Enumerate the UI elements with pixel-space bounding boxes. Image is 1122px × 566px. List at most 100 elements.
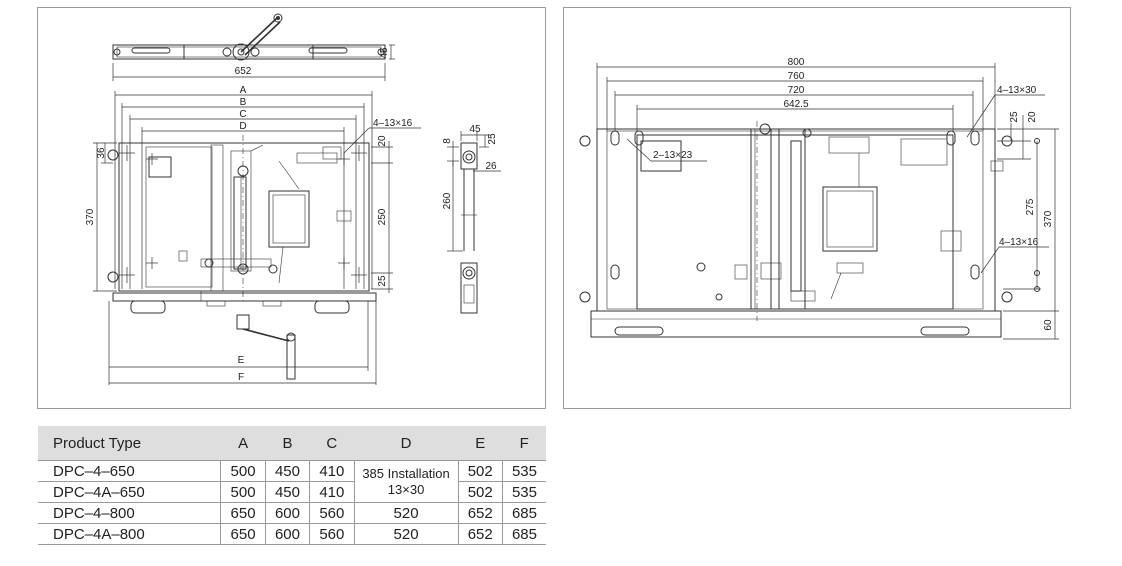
dim-label-250: 250 <box>377 208 388 225</box>
dim-c: C <box>129 109 357 289</box>
header-c: C <box>309 426 355 461</box>
cell-e: 502 <box>457 481 503 503</box>
cell-d: 520 <box>353 502 459 524</box>
cell-type: DPC–4–650 <box>38 460 222 482</box>
dim-b: B <box>121 97 365 289</box>
dim-label-a: A <box>240 85 247 96</box>
header-b: B <box>265 426 310 461</box>
table-row: DPC–4–800 650 600 560 520 652 685 <box>38 502 546 524</box>
dim-652: 652 <box>112 63 386 81</box>
cell-f: 685 <box>501 502 546 524</box>
dim-label-f: F <box>238 372 244 383</box>
dim-e: E <box>108 301 369 385</box>
cell-c: 410 <box>309 460 355 482</box>
dim-label-800: 800 <box>788 57 805 68</box>
dim-720: 720 <box>614 85 974 131</box>
cell-e: 502 <box>457 460 503 482</box>
table-row: DPC–4–650 500 450 410 385 Installation 1… <box>38 460 546 503</box>
right-technical-drawing: 800 760 720 642.5 4–13×30 <box>579 57 1059 340</box>
dim-right-stack: 20 250 25 <box>371 135 393 293</box>
hole-callout-bottom: 4–13×16 <box>980 237 1049 274</box>
top-view <box>112 13 386 61</box>
dim-642-5: 642.5 <box>636 99 954 131</box>
dimension-table: Product Type A B C D E F DPC–4–650 500 4… <box>38 426 546 545</box>
dim-label-642-5: 642.5 <box>783 99 808 110</box>
dim-label-370: 370 <box>85 208 96 225</box>
cell-b: 600 <box>264 502 311 524</box>
cell-d: 520 <box>353 523 459 545</box>
table-header-row: Product Type A B C D E F <box>38 426 546 461</box>
dim-label-e: E <box>238 355 245 366</box>
hole-callout-left: 4–13×16 <box>343 118 421 154</box>
cell-b: 450 <box>264 481 311 503</box>
dim-370: 370 <box>85 142 117 292</box>
right-dim-label-370: 370 <box>1043 210 1054 227</box>
hole-label-bottom: 4–13×16 <box>999 237 1039 248</box>
cell-f: 535 <box>501 460 546 482</box>
dim-36: 36 <box>96 143 113 164</box>
right-dim-label-20: 20 <box>1027 111 1038 123</box>
left-technical-drawing: 652 45 A B C D 4–13×16 <box>85 13 501 385</box>
cell-d-line2: 13×30 <box>387 481 425 497</box>
side-view: 45 25 26 8 260 <box>442 124 501 314</box>
right-dim-label-25: 25 <box>1009 111 1020 123</box>
right-dim-label-275: 275 <box>1025 198 1036 215</box>
dim-f: F <box>109 301 377 385</box>
dim-45-top: 45 <box>379 44 395 60</box>
front-view <box>107 135 377 380</box>
dim-label-36: 36 <box>96 147 107 159</box>
header-e: E <box>458 426 503 461</box>
right-dim-label-60: 60 <box>1043 319 1054 331</box>
table-row: DPC–4A–650 500 450 410 502 535 <box>38 481 546 503</box>
slot-label: 2–13×23 <box>653 150 693 161</box>
cell-a: 650 <box>220 523 266 545</box>
table-row: DPC–4A–800 650 600 560 520 652 685 <box>38 523 546 545</box>
dim-label-45-top: 45 <box>379 47 390 59</box>
header-d: D <box>354 426 459 461</box>
dim-a: A <box>114 85 373 289</box>
slot-callout: 2–13×23 <box>626 138 707 162</box>
dim-label-25: 25 <box>377 275 388 287</box>
cell-b: 450 <box>264 460 311 482</box>
dim-label-760: 760 <box>788 71 805 82</box>
cell-a: 500 <box>220 481 266 503</box>
cell-type: DPC–4–800 <box>38 502 222 524</box>
cell-b: 600 <box>264 523 311 545</box>
cell-c: 560 <box>309 502 355 524</box>
cell-a: 650 <box>220 502 266 524</box>
side-dim-label-8: 8 <box>442 138 453 144</box>
header-f: F <box>502 426 546 461</box>
hole-callout-top: 4–13×30 <box>966 85 1045 138</box>
cell-d-line1: 385 Installation <box>362 465 450 481</box>
dim-label-d: D <box>239 121 246 132</box>
cell-d-merged: 385 Installation 13×30 <box>353 460 459 503</box>
dim-label-20: 20 <box>377 135 388 147</box>
cell-c: 410 <box>309 481 355 503</box>
side-dim-label-26: 26 <box>485 161 497 172</box>
hole-label-top: 4–13×30 <box>997 85 1037 96</box>
dim-label-652: 652 <box>235 66 252 77</box>
cell-e: 652 <box>457 502 503 524</box>
dim-label-c: C <box>239 109 246 120</box>
dim-760: 760 <box>606 71 984 131</box>
cell-f: 535 <box>501 481 546 503</box>
side-dim-label-260: 260 <box>442 192 453 209</box>
right-front-view <box>579 121 1013 338</box>
cell-f: 685 <box>501 523 546 545</box>
left-drawing-panel: 652 45 A B C D 4–13×16 <box>37 7 546 409</box>
dim-label-720: 720 <box>788 85 805 96</box>
cell-c: 560 <box>309 523 355 545</box>
right-vertical-dims: 25 20 275 370 60 <box>997 111 1059 340</box>
cell-type: DPC–4A–650 <box>38 481 222 503</box>
hole-label-left: 4–13×16 <box>373 118 413 129</box>
cell-e: 652 <box>457 523 503 545</box>
side-dim-label-45: 45 <box>469 124 481 135</box>
header-a: A <box>220 426 266 461</box>
header-product-type: Product Type <box>38 426 221 461</box>
dim-800: 800 <box>596 57 996 131</box>
cell-type: DPC–4A–800 <box>38 523 222 545</box>
side-dim-label-25: 25 <box>487 133 498 145</box>
dim-label-b: B <box>240 97 247 108</box>
cell-a: 500 <box>220 460 266 482</box>
right-drawing-panel: 800 760 720 642.5 4–13×30 <box>563 7 1071 409</box>
